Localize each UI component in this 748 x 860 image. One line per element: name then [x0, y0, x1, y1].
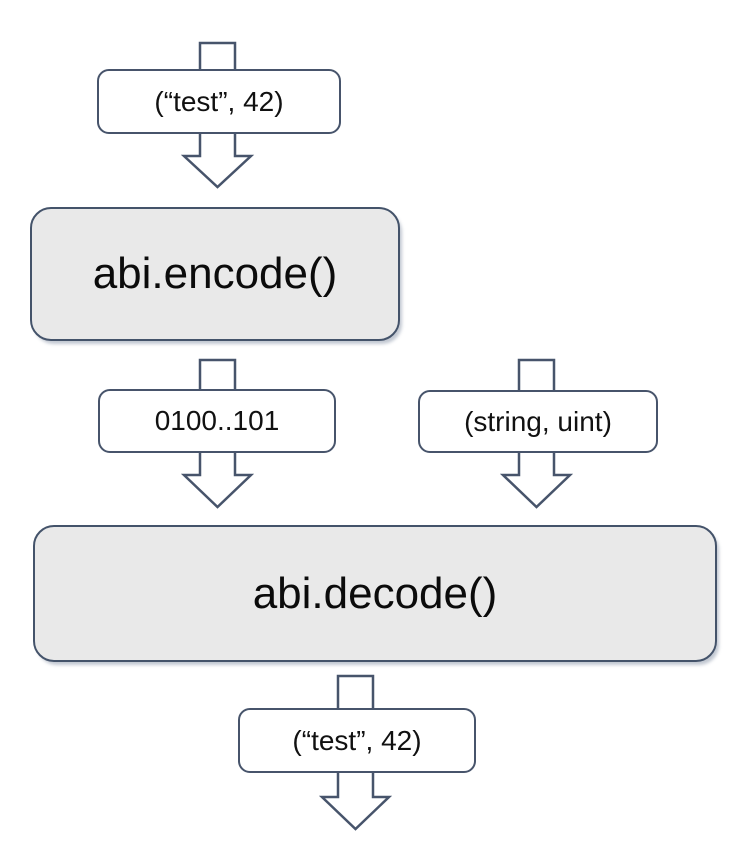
process-abi-decode: abi.decode() — [33, 525, 717, 662]
label-encoded-bytes-text: 0100..101 — [154, 405, 280, 436]
label-input-tuple: (“test”, 42) — [97, 69, 341, 134]
label-type-tuple-text: (string, uint) — [464, 405, 612, 437]
label-type-tuple: (string, uint) — [418, 390, 658, 453]
process-abi-encode-text: abi.encode() — [92, 249, 338, 298]
label-output-tuple-text: (“test”, 42) — [292, 724, 422, 756]
label-encoded-bytes: 0100..101 — [98, 389, 336, 453]
label-output-tuple: (“test”, 42) — [238, 708, 476, 773]
process-abi-decode-text: abi.decode() — [252, 568, 498, 618]
label-input-tuple-text: (“test”, 42) — [154, 85, 284, 117]
process-abi-encode: abi.encode() — [30, 207, 400, 341]
